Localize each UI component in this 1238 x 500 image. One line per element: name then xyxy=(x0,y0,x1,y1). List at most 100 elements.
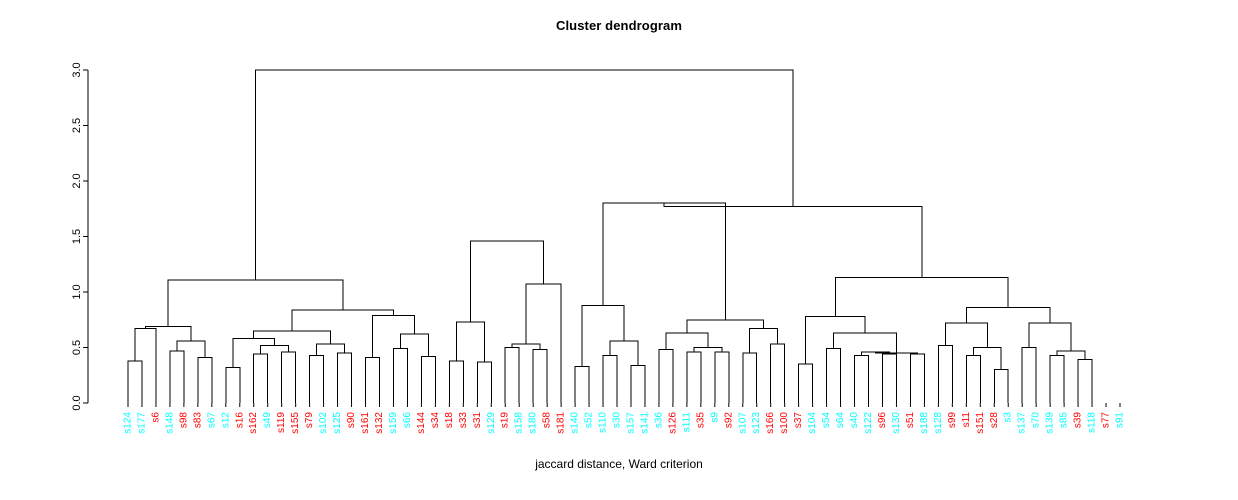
dendrogram-branch xyxy=(965,307,1051,324)
dendrogram-branch xyxy=(337,352,353,403)
page-title: Cluster dendrogram xyxy=(555,18,683,33)
leaf-label: s83 xyxy=(192,412,203,429)
dendrogram-branch xyxy=(770,343,786,403)
leaf-label: s64 xyxy=(835,412,846,429)
leaf-label: s16 xyxy=(234,412,245,429)
leaf-label: s151 xyxy=(975,412,986,434)
dendrogram-branch xyxy=(127,360,143,403)
leaf-label: s49 xyxy=(262,412,273,429)
dendrogram-branch xyxy=(316,343,346,356)
dendrogram-branch xyxy=(686,351,702,403)
dendrogram-branch xyxy=(826,348,842,403)
dendrogram-branch xyxy=(909,353,925,403)
dendrogram-branch xyxy=(834,277,1009,317)
leaf-label: s141 xyxy=(639,412,650,434)
leaf-label: s107 xyxy=(737,412,748,434)
leaf-label: s52 xyxy=(584,412,595,429)
dendrogram-branch xyxy=(805,315,866,365)
leaf-label: s118 xyxy=(1087,412,1098,433)
leaf-label: s110 xyxy=(598,412,609,433)
leaf-label: s123 xyxy=(751,412,762,434)
dendrogram-branch xyxy=(134,328,157,403)
leaf-label: s85 xyxy=(1059,412,1070,429)
leaf-label: s11 xyxy=(961,412,972,428)
dendrogram-branch xyxy=(1077,359,1093,403)
leaf-label: s181 xyxy=(556,412,567,434)
dendrogram-branches xyxy=(127,69,1093,403)
dendrogram-branch xyxy=(532,349,548,403)
dendrogram-branch xyxy=(686,319,765,334)
y-tick-label: 1.5 xyxy=(71,229,83,244)
leaf-label: s129 xyxy=(486,412,497,434)
leaf-label: s36 xyxy=(653,412,664,429)
leaf-label: s119 xyxy=(276,412,287,433)
y-tick-label: 0.0 xyxy=(71,395,83,410)
leaf-label: s9 xyxy=(709,412,720,423)
dendrogram-branch xyxy=(176,340,206,358)
leaf-label: s126 xyxy=(667,412,678,434)
leaf-label: s161 xyxy=(360,412,371,434)
leaf-label: s155 xyxy=(290,412,301,434)
dendrogram-branch xyxy=(225,366,241,403)
dendrogram-branch xyxy=(281,351,297,403)
dendrogram-branch xyxy=(965,354,981,403)
y-tick-label: 3.0 xyxy=(71,62,83,77)
dendrogram-branch xyxy=(1049,354,1065,403)
y-tick-label: 2.0 xyxy=(71,173,83,188)
dendrogram-branch xyxy=(798,363,814,403)
dendrogram-branch xyxy=(291,309,394,331)
dendrogram-branch xyxy=(511,343,541,350)
dendrogram-branch xyxy=(260,344,290,355)
leaf-label: s6 xyxy=(150,412,161,423)
dendrogram-branch xyxy=(993,369,1009,403)
dendrogram-branch xyxy=(392,348,408,403)
leaf-label: s98 xyxy=(178,412,189,429)
leaf-label: s162 xyxy=(248,412,259,434)
leaf-label: s70 xyxy=(1031,412,1042,429)
leaf-label: s35 xyxy=(695,412,706,429)
dendrogram-branch xyxy=(972,347,1002,370)
leaf-label: s104 xyxy=(807,412,818,434)
leaf-label: s51 xyxy=(905,412,916,429)
leaf-label: s90 xyxy=(346,412,357,429)
leaf-label: s144 xyxy=(416,412,427,434)
dendrogram-branch xyxy=(504,347,520,403)
leaf-label: s188 xyxy=(919,412,930,434)
leaf-label: s12 xyxy=(220,412,231,429)
dendrogram-branch xyxy=(476,361,492,403)
dendrogram-branch xyxy=(399,333,429,357)
dendrogram-branch xyxy=(420,355,436,403)
leaf-label: s54 xyxy=(821,412,832,429)
dendrogram-branch xyxy=(469,240,545,322)
leaf-label: s125 xyxy=(332,412,343,434)
dendrogram-branch xyxy=(253,330,332,345)
dendrogram-branch xyxy=(630,364,646,403)
y-axis: 0.00.51.01.52.02.53.0 xyxy=(71,62,89,411)
leaf-label: s77 xyxy=(1101,412,1112,429)
leaf-label: s180 xyxy=(528,412,539,434)
leaf-label: s91 xyxy=(1115,412,1126,429)
leaf-label: s128 xyxy=(933,412,944,434)
dendrogram-branch xyxy=(742,352,758,403)
dendrogram-branch xyxy=(609,340,639,366)
leaf-label: s40 xyxy=(849,412,860,429)
leaf-label: s31 xyxy=(472,412,483,429)
dendrogram-branch xyxy=(365,356,380,403)
leaf-label: s148 xyxy=(164,412,175,434)
y-tick-label: 2.5 xyxy=(71,118,83,133)
leaf-label: s33 xyxy=(458,412,469,429)
x-axis-label: jaccard distance, Ward criterion xyxy=(535,457,703,471)
y-tick-label: 1.0 xyxy=(71,284,83,299)
leaf-label: s124 xyxy=(123,412,134,434)
dendrogram-branch xyxy=(1028,322,1072,351)
leaf-label: s39 xyxy=(1073,412,1084,429)
leaf-label: s102 xyxy=(318,412,329,434)
leaf-label: s28 xyxy=(989,412,1000,429)
leaf-label: s130 xyxy=(891,412,902,434)
leaf-label: s30 xyxy=(612,412,623,429)
dendrogram-branch xyxy=(881,353,897,403)
leaf-label: s19 xyxy=(500,412,511,429)
